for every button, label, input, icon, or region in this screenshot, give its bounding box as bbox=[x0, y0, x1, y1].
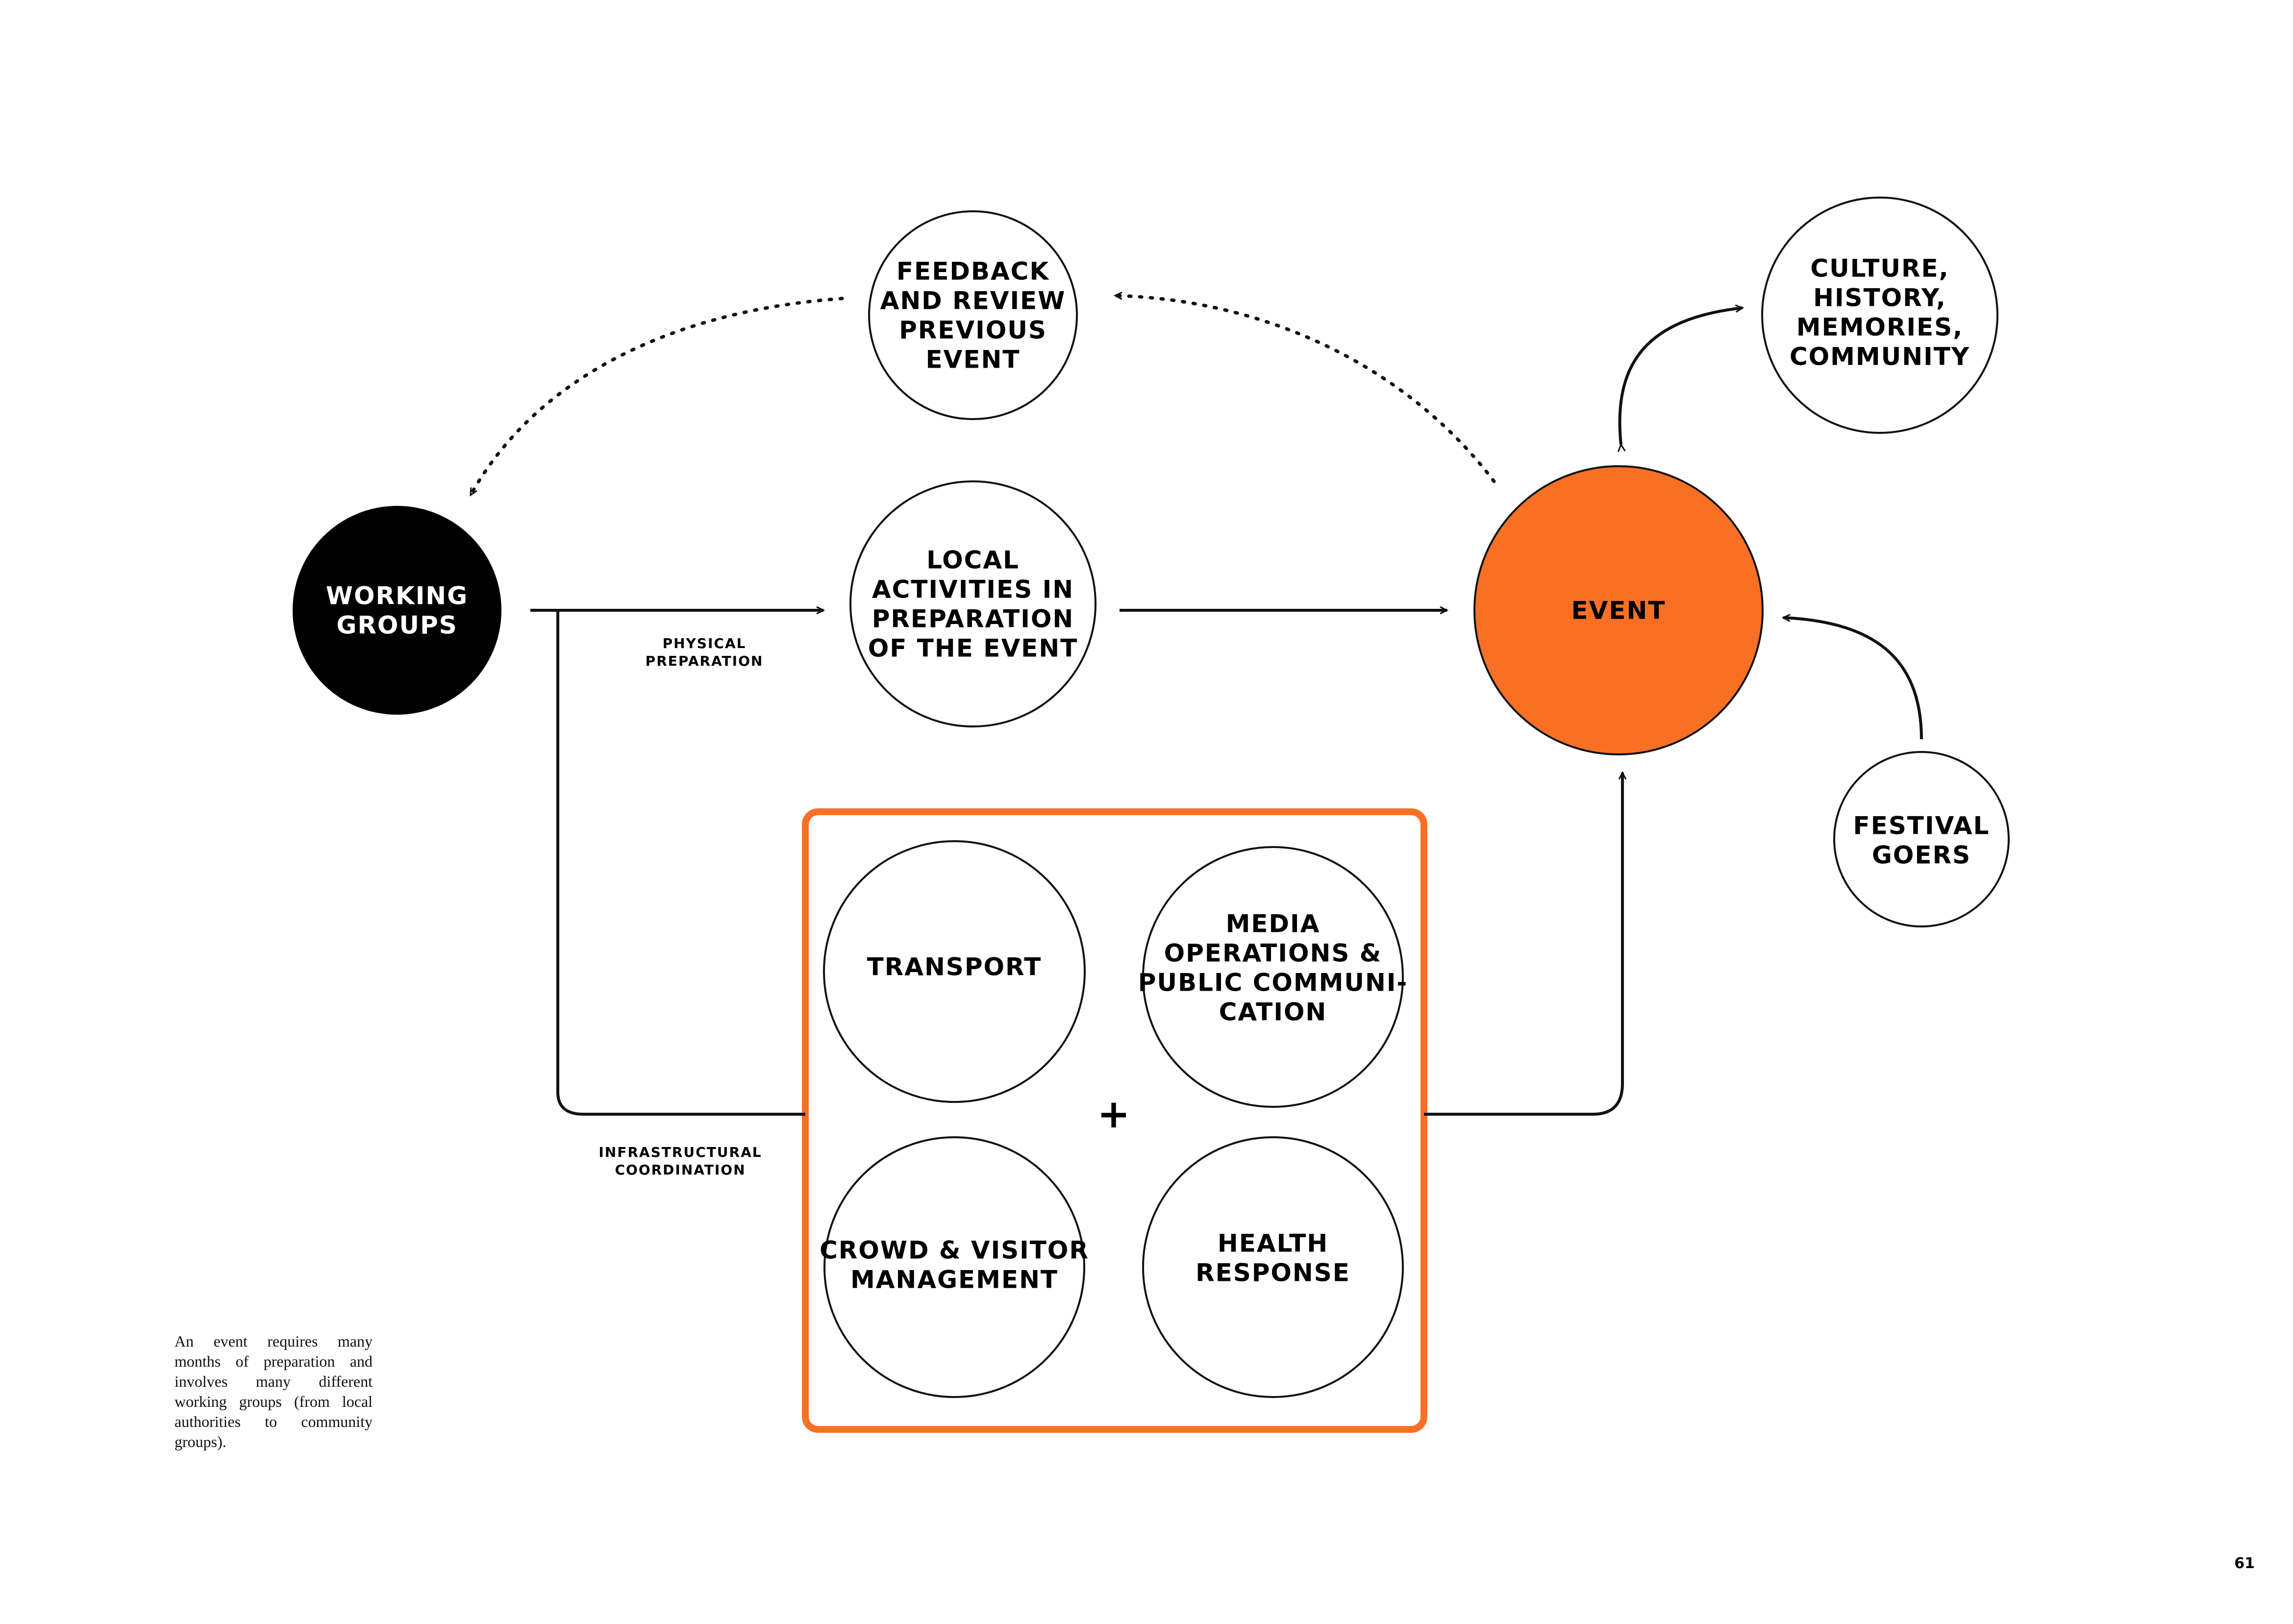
label-line: MEMORIES, bbox=[1796, 313, 1963, 342]
label-line: CULTURE, bbox=[1810, 254, 1949, 283]
edges bbox=[469, 296, 1923, 1116]
feedback-node bbox=[868, 210, 1078, 420]
label-line: COORDINATION bbox=[615, 1162, 746, 1178]
label-line: COMMUNITY bbox=[1790, 343, 1970, 371]
label-line: CROWD & VISITOR bbox=[820, 1236, 1089, 1265]
plus-sign: + bbox=[1097, 1091, 1130, 1137]
transport-label: TRANSPORT bbox=[867, 953, 1042, 981]
label-line: LOCAL bbox=[926, 546, 1020, 575]
working-groups-node bbox=[293, 506, 501, 715]
label-line: HEALTH bbox=[1218, 1229, 1328, 1258]
label-line: FESTIVAL bbox=[1853, 812, 1990, 840]
edge-festival-goers-to-event bbox=[1783, 618, 1923, 740]
event-node bbox=[1473, 465, 1764, 755]
event-label: EVENT bbox=[1571, 597, 1666, 625]
infrastructure-box bbox=[802, 808, 1427, 1433]
health-node bbox=[1142, 1136, 1404, 1398]
label-line: CATION bbox=[1219, 998, 1327, 1026]
transport-node bbox=[823, 840, 1086, 1103]
label-line: WORKING bbox=[326, 582, 468, 610]
label-line: EVENT bbox=[926, 346, 1021, 374]
label-line: GOERS bbox=[1872, 841, 1971, 870]
edge-infrastructural-coordination bbox=[556, 610, 805, 1116]
label-line: OF THE EVENT bbox=[868, 634, 1078, 663]
label-line: GROUPS bbox=[336, 611, 457, 640]
label-line: EVENT bbox=[1571, 597, 1666, 625]
infrastructural-coordination-label: INFRASTRUCTURAL COORDINATION bbox=[598, 1144, 762, 1178]
culture-label: CULTURE,HISTORY,MEMORIES,COMMUNITY bbox=[1790, 254, 1970, 371]
label-line: PHYSICAL bbox=[663, 635, 747, 651]
label-line: PUBLIC COMMUNI- bbox=[1138, 969, 1408, 997]
festival-goers-node bbox=[1833, 751, 2010, 927]
media-node bbox=[1142, 846, 1404, 1108]
page-number: 61 bbox=[2234, 1555, 2255, 1572]
physical-preparation-label: PHYSICAL PREPARATION bbox=[646, 635, 764, 669]
label-line: RESPONSE bbox=[1196, 1259, 1350, 1287]
caption: An event requires many months of prepara… bbox=[174, 1332, 373, 1450]
edge-feedback-to-working-groups bbox=[469, 297, 844, 497]
label-line: PREPARATION bbox=[872, 605, 1074, 633]
label-line: MEDIA bbox=[1226, 910, 1321, 938]
label-line: HISTORY, bbox=[1813, 284, 1946, 312]
label-line: MANAGEMENT bbox=[850, 1266, 1058, 1294]
label-line: PREPARATION bbox=[646, 653, 764, 669]
edge-culture-event bbox=[1620, 308, 1743, 445]
label-line: FEEDBACK bbox=[897, 257, 1049, 286]
label-line: TRANSPORT bbox=[867, 953, 1042, 981]
label-line: OPERATIONS & bbox=[1164, 939, 1382, 968]
label-line: INFRASTRUCTURAL bbox=[598, 1144, 762, 1160]
edge-event-to-feedback bbox=[1113, 296, 1496, 483]
label-line: AND REVIEW bbox=[880, 287, 1066, 315]
culture-node bbox=[1761, 197, 1998, 434]
crowd-node bbox=[823, 1136, 1085, 1398]
local-activities-node bbox=[849, 480, 1097, 727]
label-line: ACTIVITIES IN bbox=[872, 575, 1074, 604]
edge-infrastructure-to-event bbox=[1424, 773, 1622, 1116]
label-line: PREVIOUS bbox=[899, 316, 1047, 345]
